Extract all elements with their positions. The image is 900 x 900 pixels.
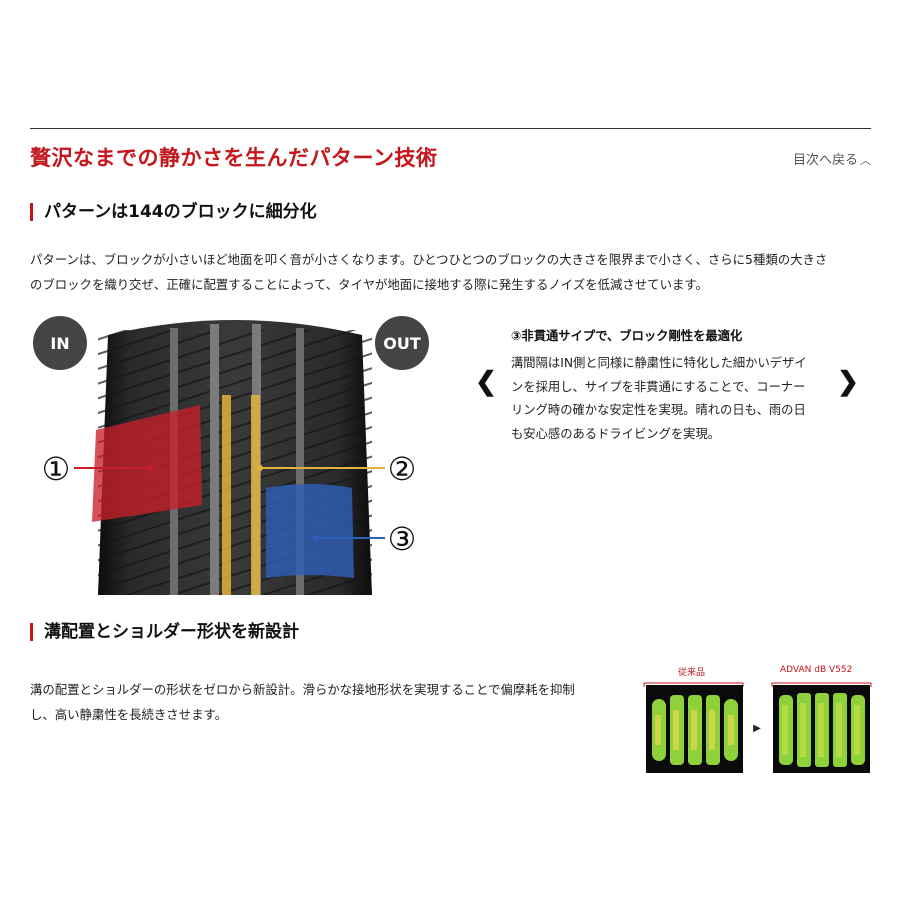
callout-3-label: ③ <box>388 520 417 558</box>
section1-line2: のブロックを織り交ぜ、正確に配置することによって、タイヤが地面に接地する際に発生… <box>30 277 708 292</box>
section1-paragraph: パターンは、ブロックが小さいほど地面を叩く音が小さくなります。ひとつひとつのブロ… <box>30 247 827 297</box>
feature-line2: ンを採用し、サイプを非貫通にすることで、コーナー <box>511 379 806 394</box>
section2-line2: し、高い静粛性を長続きさせます。 <box>30 707 228 722</box>
back-to-toc-link[interactable]: 目次へ戻る︿ <box>793 149 871 168</box>
top-divider <box>30 128 871 129</box>
comparison-graphic: ▶ <box>643 682 872 773</box>
tread-groove-2 <box>210 324 219 595</box>
contact-patch-comparison: 従来品 ADVAN dB V552 ▶ <box>640 665 875 775</box>
section1-line1: パターンは、ブロックが小さいほど地面を叩く音が小さくなります。ひとつひとつのブロ… <box>30 252 828 267</box>
feature-line1: 溝間隔はIN側と同様に静粛性に特化した細かいデザイ <box>511 356 807 370</box>
callout-1-label: ① <box>42 450 71 488</box>
feature-description: 溝間隔はIN側と同様に静粛性に特化した細かいデザイ ンを採用し、サイプを非貫通に… <box>511 352 821 446</box>
compare-arrow-icon: ▶ <box>753 723 761 734</box>
section2-paragraph: 溝の配置とショルダーの形状をゼロから新設計。滑らかな接地形状を実現することで偏摩… <box>30 677 575 727</box>
conventional-label: 従来品 <box>678 668 706 678</box>
section2-line1: 溝の配置とショルダーの形状をゼロから新設計。滑らかな接地形状を実現することで偏摩… <box>30 682 575 697</box>
section-heading-grooves: 溝配置とショルダー形状を新設計 <box>30 623 299 641</box>
in-label: IN <box>50 334 69 353</box>
feature-title: ③非貫通サイプで、ブロック剛性を最適化 <box>511 329 743 343</box>
feature-carousel: ❮ ③非貫通サイプで、ブロック剛性を最適化 溝間隔はIN側と同様に静粛性に特化し… <box>475 320 865 460</box>
tread-groove-4 <box>296 328 304 595</box>
toc-link-label: 目次へ戻る <box>792 153 858 168</box>
zone-1-highlight <box>92 405 202 522</box>
section-heading-blocks: パターンは144のブロックに細分化 <box>30 203 317 221</box>
page-title: 贅沢なまでの静かさを生んだパターン技術 <box>30 146 438 170</box>
advan-label: ADVAN dB V552 <box>780 665 853 675</box>
zone-2-highlight <box>222 395 231 595</box>
chevron-up-icon: ︿ <box>860 154 871 167</box>
out-label: OUT <box>383 334 421 353</box>
feature-line4: も安心感のあるドライビングを実現。 <box>511 426 721 441</box>
carousel-prev-button[interactable]: ❮ <box>475 366 497 396</box>
tire-tread-figure: IN OUT ① ② ③ <box>33 316 429 595</box>
in-badge <box>33 316 87 370</box>
zone-3-highlight <box>266 484 354 578</box>
feature-line3: リング時の確かな安定性を実現。晴れの日も、雨の日 <box>511 403 806 417</box>
callout-2-label: ② <box>388 450 417 488</box>
out-badge <box>375 316 429 370</box>
carousel-next-button[interactable]: ❯ <box>837 366 859 396</box>
